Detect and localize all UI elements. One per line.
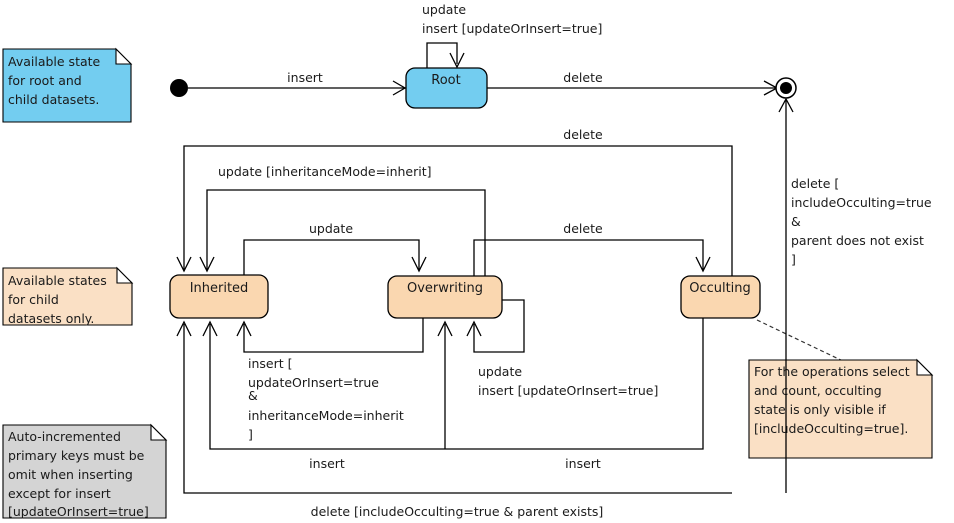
note-root-state-fold-icon: [115, 47, 133, 65]
state-overwriting-label: Overwriting: [407, 281, 483, 296]
arrowhead-occulting-to-inherited-top: [176, 256, 192, 273]
note-root-state-line-2: for root and: [8, 73, 82, 88]
arrowhead-overwriting-to-inherited: [199, 256, 215, 273]
label-overwriting-self-2: insert [updateOrInsert=true]: [478, 383, 658, 398]
note-primary-keys-body: [2, 424, 167, 519]
edge-inherited-to-overwriting: [243, 239, 420, 276]
note-primary-keys-line-3: omit when inserting: [8, 467, 133, 482]
label-inherited-self-5: ]: [248, 427, 253, 442]
note-primary-keys-line-4: except for insert: [8, 486, 111, 501]
note-child-states-line-1: Available states: [8, 273, 107, 288]
arrowhead-overwriting-self: [466, 320, 482, 337]
arrowhead-occulting-to-final: [778, 97, 794, 113]
label-root-to-final: delete: [563, 70, 603, 85]
label-occulting-to-inherited-bottom: insert: [309, 456, 345, 471]
arrowhead-root-self: [449, 52, 465, 69]
label-occulting-to-overwriting-bottom: insert: [565, 456, 601, 471]
note-primary-keys-line-5: [updateOrInsert=true]: [8, 504, 149, 519]
note-occulting-visibility-body: [748, 359, 933, 459]
note-root-state: Available state for root and child datas…: [2, 47, 133, 123]
label-occ-final-3: &: [791, 214, 801, 229]
note-occulting-visibility-fold-icon: [916, 358, 934, 376]
note-occulting-visibility: For the operations select and count, occ…: [748, 319, 934, 459]
label-occulting-to-overwriting: delete: [563, 221, 603, 236]
state-inherited-label: Inherited: [190, 281, 249, 296]
label-root-self-line-1: update: [422, 2, 466, 17]
note-primary-keys-line-2: primary keys must be: [8, 448, 145, 463]
edge-overwriting-to-inherited: [206, 189, 486, 276]
note-child-states-fold-icon: [116, 266, 134, 284]
edge-inherited-self: [243, 318, 424, 353]
label-occ-final-5: ]: [791, 252, 796, 267]
final-state-dot: [780, 82, 792, 94]
label-inherited-to-overwriting: update: [309, 221, 353, 236]
state-root-label: Root: [431, 73, 460, 88]
label-occ-final-4: parent does not exist: [791, 233, 924, 248]
arrowhead-occulting-to-overwriting-bottom: [437, 320, 453, 337]
note-occulting-connector: [756, 319, 846, 363]
edge-occulting-to-inherited-top: [183, 145, 733, 276]
edge-overwriting-self: [473, 299, 525, 353]
note-primary-keys-fold-icon: [150, 423, 168, 441]
arrowhead-occulting-to-overwriting: [695, 256, 711, 273]
arrowhead-inherited-self: [236, 320, 252, 337]
label-root-self-line-2: insert [updateOrInsert=true]: [422, 21, 602, 36]
note-child-states-line-3: datasets only.: [8, 311, 94, 326]
arrowhead-inherited-to-overwriting: [411, 256, 427, 273]
edge-occulting-to-overwriting: [473, 239, 704, 276]
note-occulting-line-3: state is only visible if: [754, 402, 886, 417]
state-inherited[interactable]: Inherited: [169, 274, 269, 319]
note-child-states: Available states for child datasets only…: [2, 266, 134, 326]
note-primary-keys-line-1: Auto-incremented: [8, 429, 121, 444]
label-inherited-self-2: updateOrInsert=true: [248, 375, 379, 390]
note-occulting-line-2: and count, occulting: [754, 383, 882, 398]
note-child-states-body: [2, 267, 133, 326]
edge-root-self: [426, 42, 458, 68]
state-overwriting[interactable]: Overwriting: [387, 275, 503, 319]
note-root-state-body: [2, 48, 132, 123]
state-occulting[interactable]: Occulting: [680, 275, 761, 319]
label-inherited-self-4: inheritanceMode=inherit: [248, 408, 404, 423]
edge-occulting-to-inherited-bottom: [209, 318, 704, 450]
final-state-node: [775, 77, 797, 99]
note-occulting-line-4: [includeOcculting=true].: [754, 421, 908, 436]
arrowhead-occulting-to-inherited-outer: [176, 320, 192, 337]
label-initial-to-root: insert: [287, 70, 323, 85]
label-inherited-self-1: insert [: [248, 356, 293, 371]
state-occulting-box[interactable]: [680, 275, 761, 319]
label-occulting-to-inherited-outer: delete [includeOcculting=true & parent e…: [311, 504, 604, 519]
edge-occulting-to-inherited-outer: [183, 324, 732, 494]
label-overwriting-to-inherited: update [inheritanceMode=inherit]: [218, 164, 432, 179]
arrowhead-initial-to-root: [392, 80, 407, 96]
state-inherited-box[interactable]: [169, 274, 269, 319]
note-occulting-line-1: For the operations select: [754, 364, 910, 379]
label-inherited-self-3: &: [248, 388, 258, 403]
label-overwriting-self-1: update: [478, 364, 522, 379]
arrowhead-occulting-to-inherited-bottom: [202, 320, 218, 337]
note-child-states-line-2: for child: [8, 292, 59, 307]
note-root-state-line-1: Available state: [8, 54, 101, 69]
state-occulting-label: Occulting: [689, 281, 751, 296]
label-occ-final-2: includeOcculting=true: [791, 195, 932, 210]
note-root-state-line-3: child datasets.: [8, 92, 99, 107]
state-overwriting-box[interactable]: [387, 275, 503, 319]
note-primary-keys: Auto-incremented primary keys must be om…: [2, 423, 168, 519]
label-occ-final-1: delete [: [791, 176, 839, 191]
state-root[interactable]: Root: [405, 67, 488, 109]
initial-state-node: [170, 79, 188, 97]
label-occulting-to-inherited-top: delete: [563, 127, 603, 142]
